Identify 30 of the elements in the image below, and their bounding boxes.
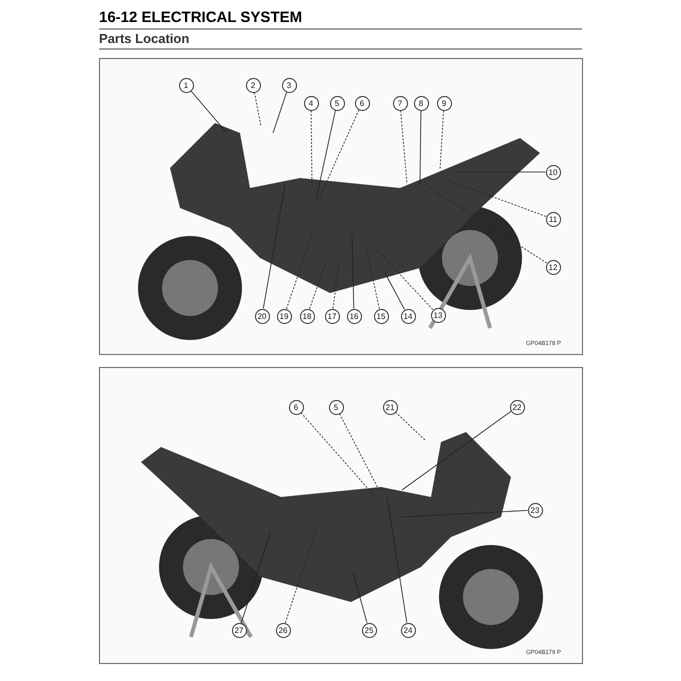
leader-line xyxy=(384,272,405,310)
leader-line xyxy=(318,109,360,202)
leader-line xyxy=(332,262,340,309)
leader-line xyxy=(376,250,434,310)
leader-line xyxy=(240,532,270,624)
leader-line xyxy=(339,413,380,492)
leader-line xyxy=(402,411,512,490)
page-title: 16-12 ELECTRICAL SYSTEM xyxy=(99,9,302,26)
leader-line xyxy=(310,110,312,186)
leader-line xyxy=(386,496,408,623)
section-heading: Parts Location xyxy=(99,31,190,46)
leader-line xyxy=(424,184,548,264)
leader-line xyxy=(190,90,226,132)
leader-line xyxy=(420,110,422,184)
leader-line xyxy=(284,522,318,624)
leader-line xyxy=(395,412,426,440)
leader-line xyxy=(446,180,546,217)
leader-line xyxy=(286,232,314,310)
leader-line xyxy=(352,234,354,309)
leader-line xyxy=(309,262,326,310)
leader-line xyxy=(262,184,286,310)
leader-line xyxy=(402,510,528,518)
leader-line xyxy=(440,110,444,170)
leader-line xyxy=(254,92,262,126)
leader-line xyxy=(366,252,380,310)
leader-line xyxy=(272,92,288,134)
leader-line xyxy=(300,412,378,500)
leader-line xyxy=(316,110,336,200)
leader-line xyxy=(400,110,408,184)
leader-line xyxy=(352,572,368,624)
